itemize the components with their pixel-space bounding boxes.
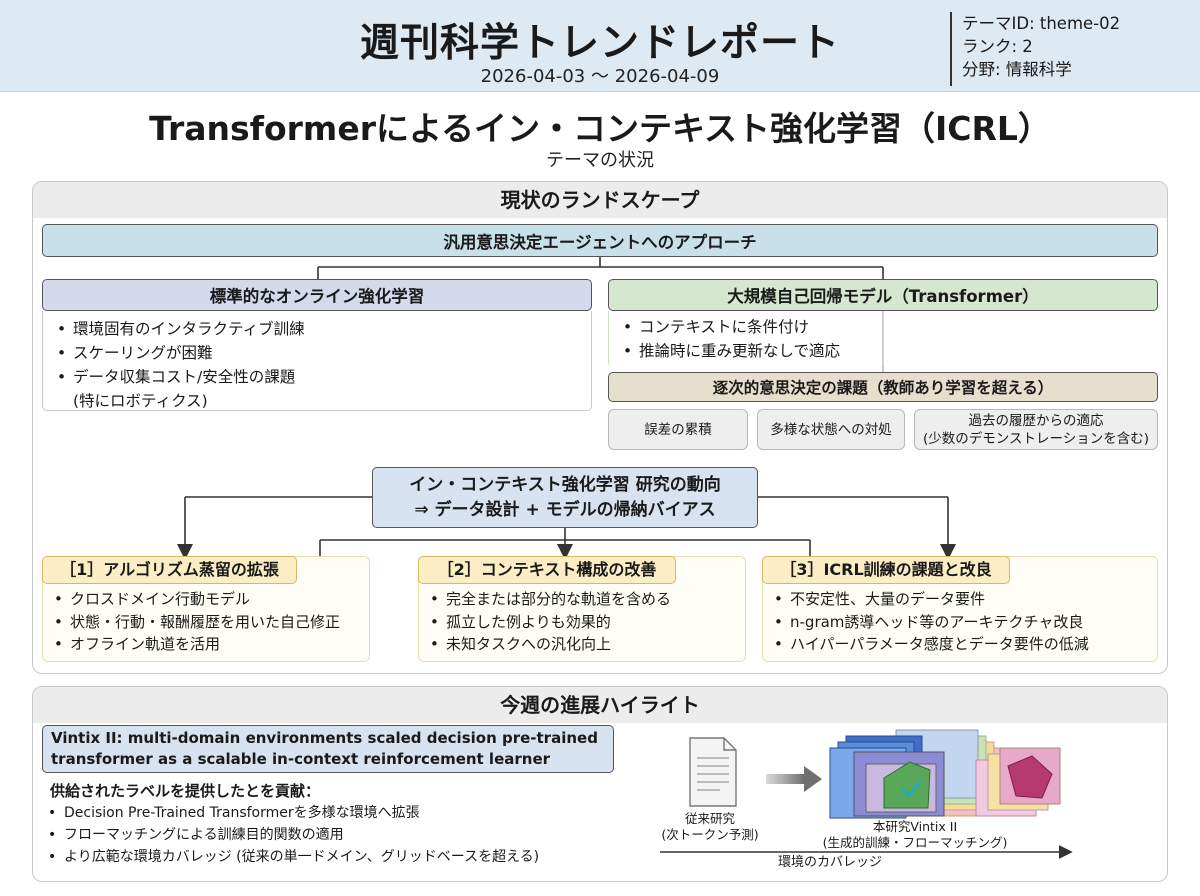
direction-list-1: クロスドメイン行動モデル 状態・行動・報酬履歴を用いた自己修正 オフライン軌道を… (52, 588, 362, 656)
vintix-line1: 本研究Vintix II (872, 819, 958, 834)
coverage-figure (660, 729, 1073, 859)
direction-list-2: 完全または部分的な軌道を含める 孤立した例よりも効果的 未知タスクへの汎化向上 (428, 588, 740, 656)
document-icon (689, 737, 737, 807)
arrow-right-icon (766, 766, 822, 792)
online-rl-box: 標準的なオンライン強化学習 (42, 279, 592, 311)
report-title: 週刊科学トレンドレポート (359, 21, 840, 66)
report-meta: テーマID: theme-02 ランク: 2 分野: 情報科学 (950, 12, 1180, 86)
list-item: スケーリングが困難 (55, 341, 579, 365)
transformer-list: コンテキストに条件付け 推論時に重み更新なしで適応 (608, 311, 884, 367)
theme-title: Transformerによるイン・コンテキスト強化学習（ICRL） (149, 109, 1051, 148)
list-item: Decision Pre-Trained Transformerを多様な環境へ拡… (46, 802, 626, 824)
contribution-heading: 供給されたラベルを提供したとを貢献： (50, 782, 321, 800)
list-item: 環境固有のインタラクティブ訓練 (55, 317, 579, 341)
direction-label-3: ［3］ICRL訓練の課題と改良 (762, 556, 1010, 584)
list-item: より広範な環境カバレッジ (従来の単一ドメイン、グリッドベースを超える) (46, 846, 626, 868)
vintix-line2: (生成的訓練・フローマッチング) (822, 835, 1008, 850)
list-item: 完全または部分的な軌道を含める (428, 588, 740, 611)
paper-title-line1: Vintix II: multi-domain environments sca… (51, 729, 598, 747)
trend-line1: イン・コンテキスト強化学習 研究の動向 (409, 474, 721, 495)
contribution-list: Decision Pre-Trained Transformerを多様な環境へ拡… (46, 802, 626, 868)
sequential-challenge-box: 逐次的意思決定の課題（教師あり学習を超える） (608, 372, 1158, 402)
prior-work-label: 従来研究 (次トークン予測) (640, 811, 780, 843)
list-item: ハイパーパラメータ感度とデータ要件の低減 (772, 633, 1156, 656)
list-item-note: (特にロボティクス) (73, 392, 208, 410)
list-item: 不安定性、大量のデータ要件 (772, 588, 1156, 611)
list-item: n-gram誘導ヘッド等のアーキテクチャ改良 (772, 611, 1156, 634)
report-header (0, 0, 1200, 92)
trend-line2: ⇒ データ設計 + モデルの帰納バイアス (414, 499, 716, 520)
transformer-box: 大規模自己回帰モデル（Transformer） (608, 279, 1158, 311)
theme-rank: ランク: 2 (962, 37, 1033, 56)
direction-label-2: ［2］コンテキスト構成の改善 (418, 556, 676, 584)
direction-label-1: ［1］アルゴリズム蒸留の拡張 (42, 556, 297, 584)
list-item: オフライン軌道を活用 (52, 633, 362, 656)
list-item: 状態・行動・報酬履歴を用いた自己修正 (52, 611, 362, 634)
coverage-axis-label: 環境のカバレッジ (777, 855, 882, 870)
list-item: 未知タスクへの汎化向上 (428, 633, 740, 656)
highlights-title: 今週の進展ハイライト (33, 687, 1167, 723)
list-item: 孤立した例よりも効果的 (428, 611, 740, 634)
paper-title-box: Vintix II: multi-domain environments sca… (42, 725, 614, 773)
root-approach-box: 汎用意思決定エージェントへのアプローチ (42, 224, 1158, 257)
direction-list-3: 不安定性、大量のデータ要件 n-gram誘導ヘッド等のアーキテクチャ改良 ハイパ… (772, 588, 1156, 656)
theme-id: テーマID: theme-02 (962, 14, 1121, 33)
landscape-title: 現状のランドスケープ (33, 182, 1167, 218)
online-rl-list: 環境固有のインタラクティブ訓練 スケーリングが困難 データ収集コスト/安全性の課… (42, 311, 592, 411)
challenge-diverse-states: 多様な状態への対処 (757, 409, 905, 450)
theme-field: 分野: 情報科学 (962, 60, 1072, 79)
challenge-error-accumulation: 誤差の累積 (608, 409, 748, 450)
list-item: 推論時に重み更新なしで適応 (621, 339, 871, 363)
challenge-history-line2: (少数のデモンストレーションを含む) (923, 430, 1149, 447)
list-item: コンテキストに条件付け (621, 315, 871, 339)
prior-work-line1: 従来研究 (684, 811, 735, 826)
list-item: クロスドメイン行動モデル (52, 588, 362, 611)
theme-subtitle: テーマの状況 (546, 150, 654, 171)
environment-stack-icon (829, 729, 1061, 819)
paper-title-line2: transformer as a scalable in-context rei… (51, 750, 551, 768)
challenge-history-line1: 過去の履歴からの適応 (968, 412, 1104, 429)
challenge-history-adaptation: 過去の履歴からの適応 (少数のデモンストレーションを含む) (914, 409, 1158, 450)
list-item: データ収集コスト/安全性の課題 (55, 365, 579, 389)
list-item: フローマッチングによる訓練目的関数の適用 (46, 824, 626, 846)
vintix-label: 本研究Vintix II (生成的訓練・フローマッチング) (790, 819, 1040, 851)
report-date-range: 2026-04-03 〜 2026-04-09 (480, 66, 720, 87)
icrl-trend-box: イン・コンテキスト強化学習 研究の動向 ⇒ データ設計 + モデルの帰納バイアス (372, 467, 758, 528)
prior-work-line2: (次トークン予測) (661, 827, 759, 842)
